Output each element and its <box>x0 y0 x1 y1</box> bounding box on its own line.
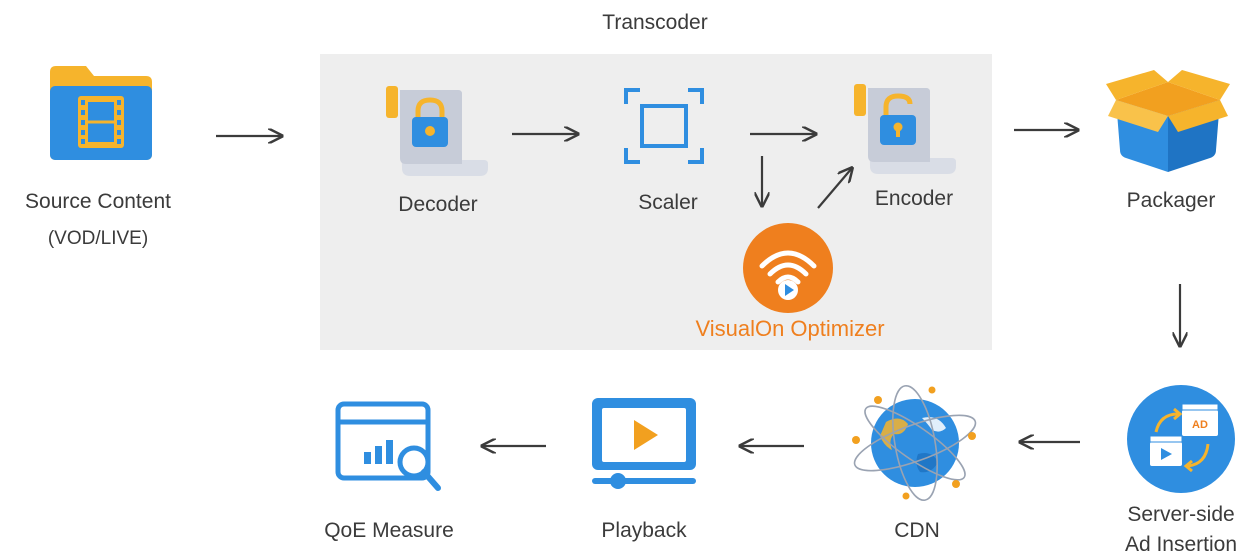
film-folder-icon <box>46 62 156 167</box>
optimizer-label: VisualOn Optimizer <box>695 316 885 341</box>
ssai-label-line1: Server-side <box>1127 503 1235 526</box>
unlocked-document-icon <box>852 82 962 187</box>
analytics-magnifier-icon <box>334 400 448 501</box>
decoder-label: Decoder <box>398 193 478 216</box>
wifi-play-icon <box>742 222 834 319</box>
arrow-optimizer-to-encoder <box>817 168 852 209</box>
transcoder-title: Transcoder <box>602 11 708 34</box>
packager-label: Packager <box>1126 189 1216 212</box>
ad-badge-text: AD <box>1192 419 1208 431</box>
encoder-label: Encoder <box>874 187 954 210</box>
source-label-line2: (VOD/LIVE) <box>47 228 149 249</box>
ssai-label-line2: Ad Insertion <box>1124 533 1238 556</box>
locked-document-icon <box>384 84 494 189</box>
playback-label: Playback <box>601 519 687 542</box>
video-player-icon <box>590 396 698 501</box>
qoe-label: QoE Measure <box>324 519 454 542</box>
scaler-label: Scaler <box>638 191 698 214</box>
scale-frame-icon <box>624 88 708 173</box>
ad-swap-icon: AD <box>1126 384 1236 499</box>
source-label-line1: Source Content <box>25 190 171 213</box>
open-box-icon <box>1106 68 1230 183</box>
globe-network-icon <box>848 384 982 507</box>
cdn-label: CDN <box>894 519 940 542</box>
